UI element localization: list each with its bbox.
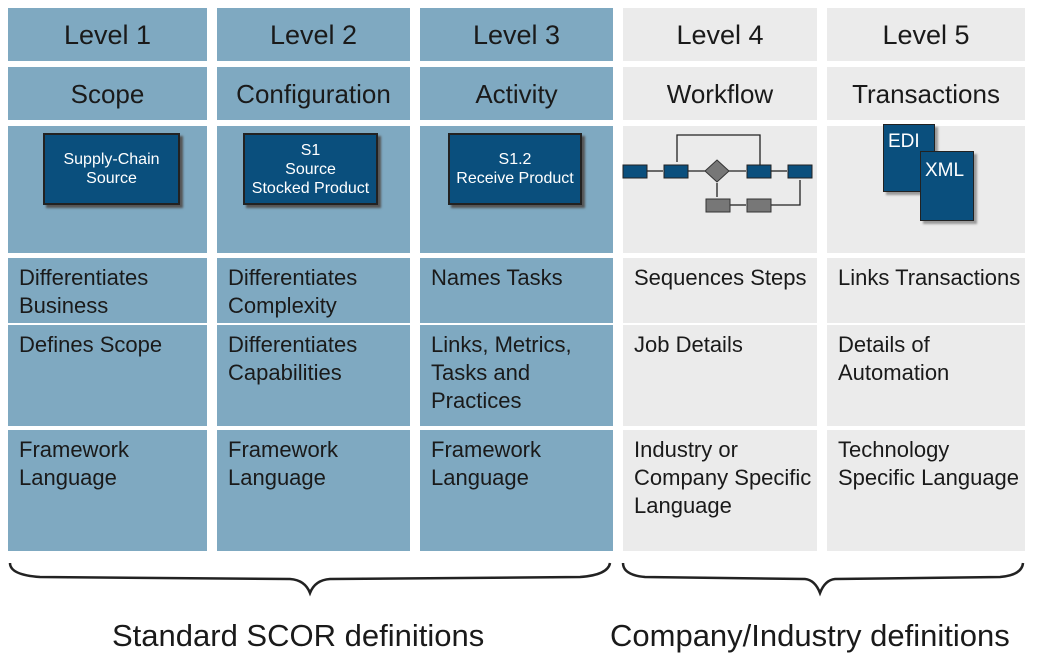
workflow-icon	[622, 134, 813, 213]
footer-standard: Standard SCOR definitions	[112, 618, 485, 653]
dashed-divider	[8, 427, 1025, 429]
row-text: Differentiates Capabilities	[217, 325, 410, 426]
box-line: Source	[285, 160, 336, 178]
dashed-divider	[8, 323, 1025, 325]
level-name: Activity	[420, 67, 613, 120]
level-header: Level 2	[217, 8, 410, 61]
row-text: Industry or Company Specific Language	[623, 430, 817, 551]
row-text: Differentiates Business	[8, 258, 207, 323]
box-line: Supply-Chain	[63, 151, 160, 168]
box-line: S1.2	[498, 151, 532, 168]
row-text: Defines Scope	[8, 325, 207, 426]
box-line: Receive Product	[456, 170, 574, 187]
footer-company: Company/Industry definitions	[610, 618, 1010, 653]
row-text: Sequences Steps	[623, 258, 817, 323]
row-text: Links Transactions	[827, 258, 1025, 323]
row-text: Details of Automation	[827, 325, 1025, 426]
xml-document-icon: XML	[920, 151, 974, 221]
level-name: Configuration	[217, 67, 410, 120]
box-line: Stocked Product	[251, 179, 370, 197]
row-text: Framework Language	[420, 430, 613, 551]
row-text: Differentiates Complexity	[217, 258, 410, 323]
row-text: Framework Language	[217, 430, 410, 551]
level-header: Level 5	[827, 8, 1025, 61]
graphic-cell	[623, 126, 817, 253]
brace-standard	[8, 562, 1025, 597]
level-name: Transactions	[827, 67, 1025, 120]
box-line: Source	[86, 170, 137, 187]
row-text: Names Tasks	[420, 258, 613, 323]
row-text: Technology Specific Language	[827, 430, 1025, 551]
row-text: Links, Metrics, Tasks and Practices	[420, 325, 613, 426]
level-header: Level 1	[8, 8, 207, 61]
row-text: Job Details	[623, 325, 817, 426]
row-text: Framework Language	[8, 430, 207, 551]
level-header: Level 4	[623, 8, 817, 61]
level-name: Workflow	[623, 67, 817, 120]
level-name: Scope	[8, 67, 207, 120]
level-header: Level 3	[420, 8, 613, 61]
box-line: S1	[300, 141, 321, 159]
